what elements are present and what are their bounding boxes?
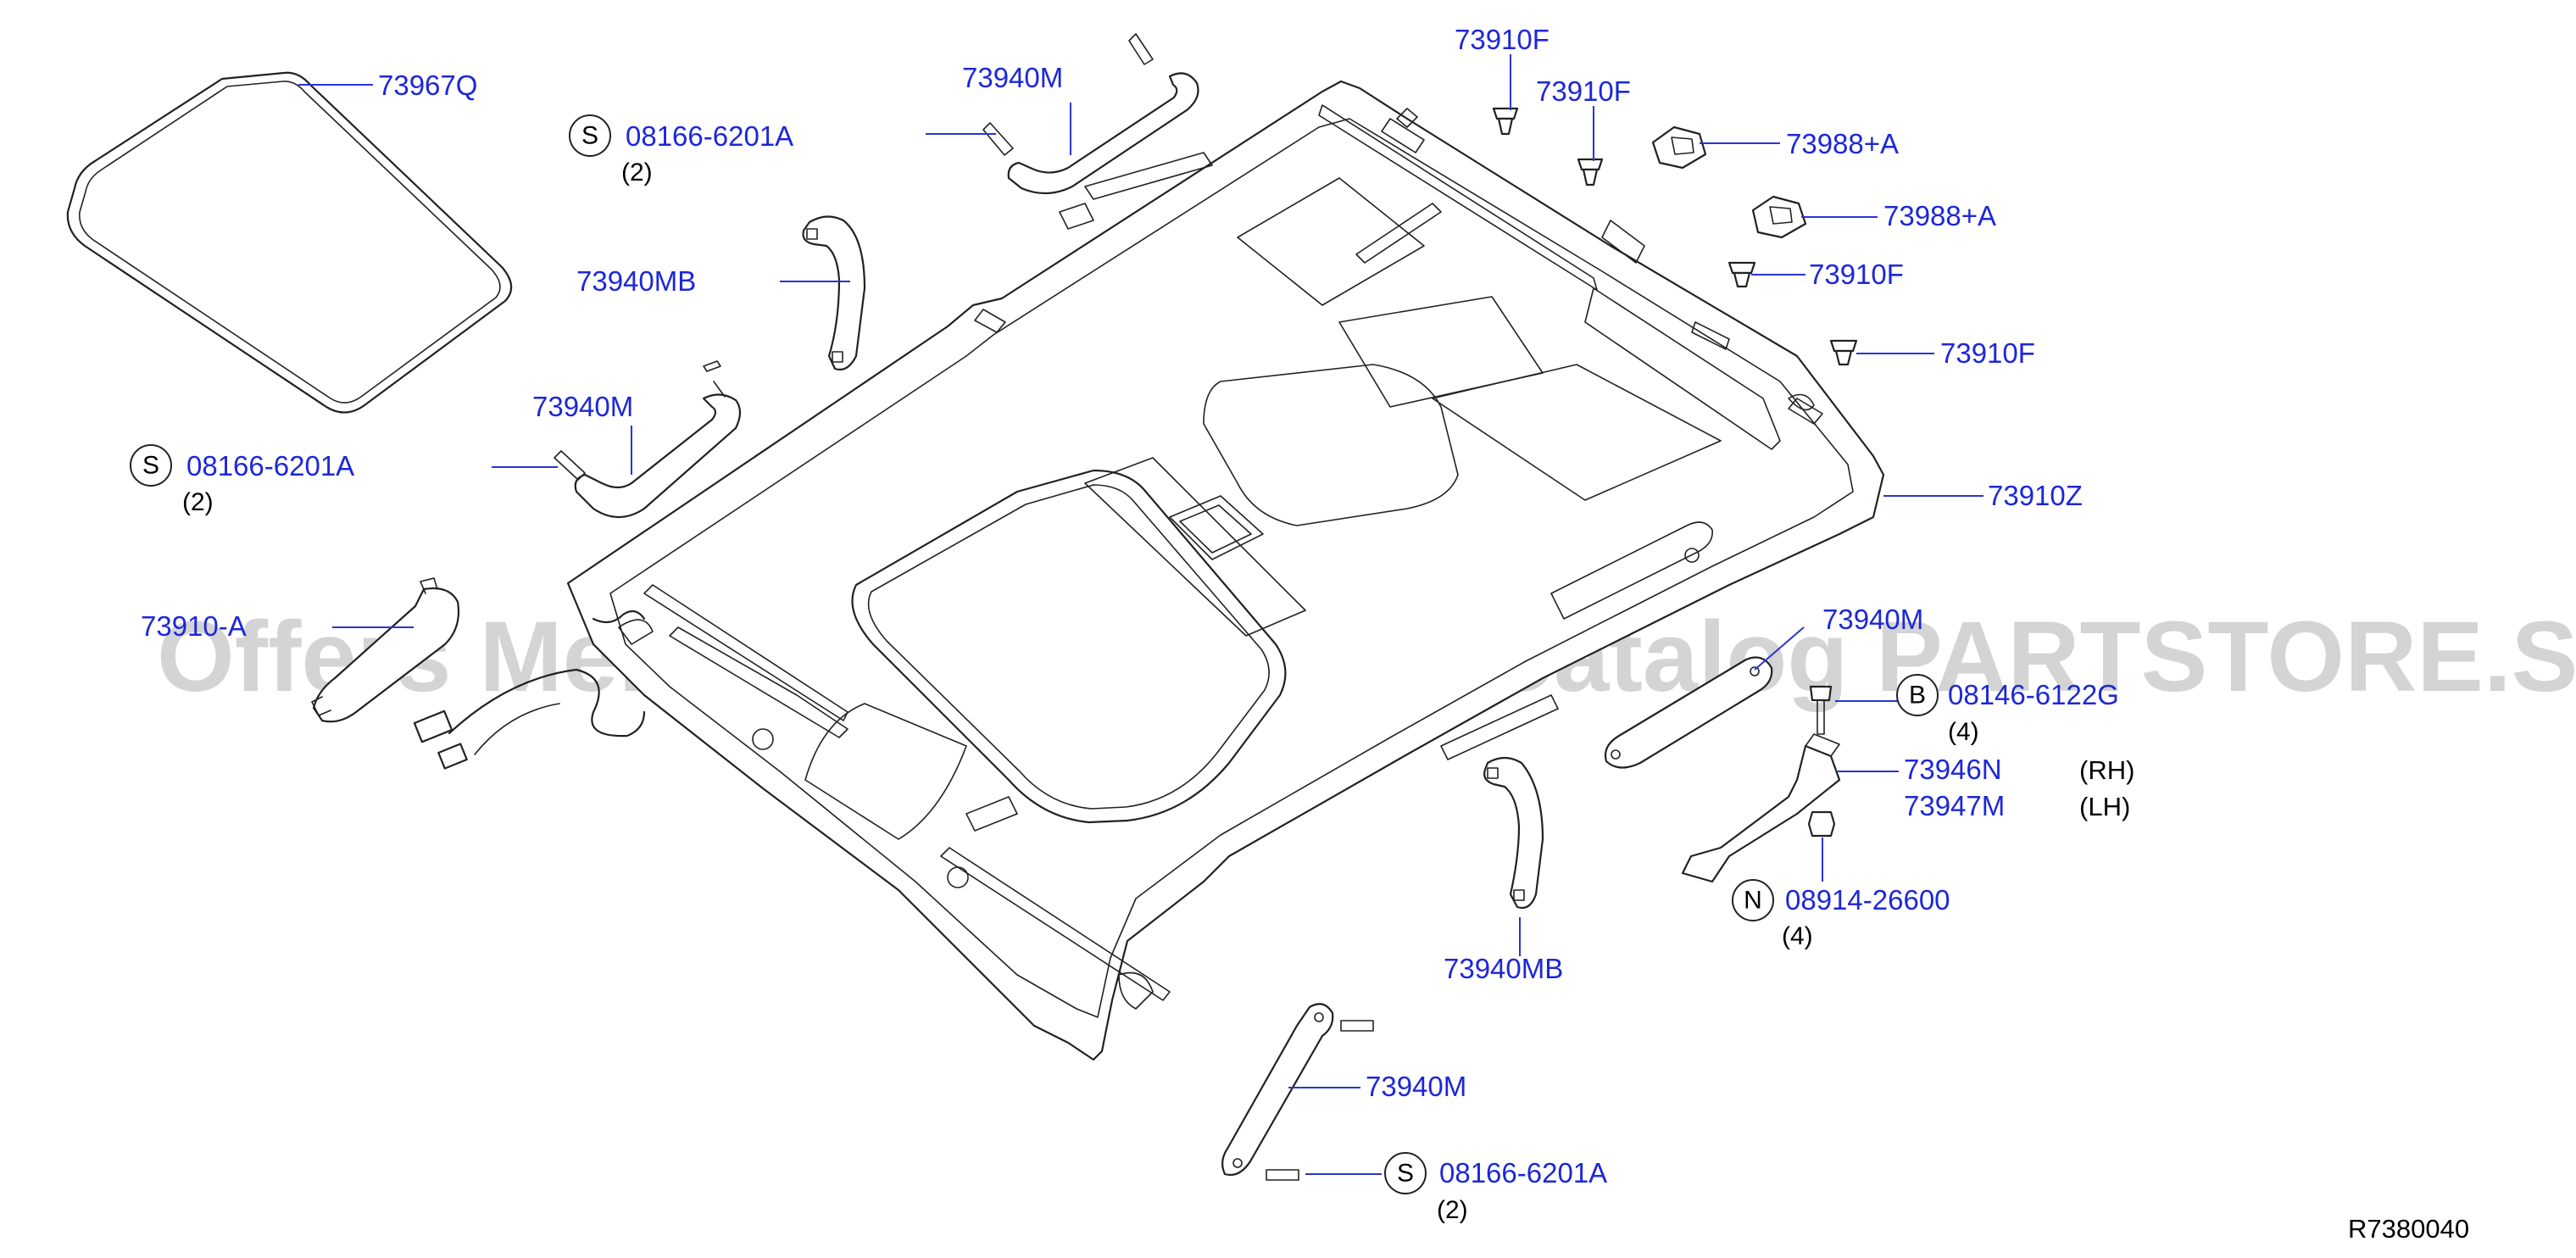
callout-clip-1[interactable]: 73910F — [1455, 24, 1549, 55]
qty-bolt-right: (4) — [1948, 718, 1979, 746]
callout-grip-right[interactable]: 73940M — [1822, 604, 1923, 635]
reference-code: R7380040 — [2348, 1214, 2469, 1244]
grip-front-part — [1221, 1003, 1374, 1181]
leader-lines — [298, 54, 1983, 1175]
bracket-part — [1681, 733, 1841, 883]
callout-bolt-right[interactable]: 08146-6122G — [1948, 679, 2119, 710]
qty-screw-left: (2) — [182, 488, 214, 516]
callout-screw-upper-center[interactable]: 08166-6201A — [626, 120, 793, 152]
callout-lamp-left[interactable]: 73910-A — [141, 610, 247, 642]
sunroof-seal-part — [66, 71, 513, 414]
callout-sunroof-seal[interactable]: 73967Q — [378, 70, 477, 101]
qty-screw-upper-center: (2) — [621, 159, 653, 186]
grip-rear-right-part — [1483, 756, 1544, 910]
mark-upper-center-letter: S — [581, 122, 598, 150]
callout-clip-2[interactable]: 73910F — [1536, 75, 1631, 107]
callout-headlining[interactable]: 73910Z — [1988, 480, 2083, 511]
callout-grip-rear-left[interactable]: 73940MB — [576, 265, 696, 297]
lamp-left-part — [311, 577, 460, 723]
callout-grip-rear-right[interactable]: 73940MB — [1444, 953, 1563, 984]
mark-upper-center: S — [569, 114, 611, 157]
clip-nut-2-part — [1751, 195, 1807, 239]
wire-harness-part — [413, 610, 646, 770]
callout-screw-front[interactable]: 08166-6201A — [1439, 1157, 1607, 1188]
callout-grip-left[interactable]: 73940M — [532, 391, 633, 422]
callout-screw-left[interactable]: 08166-6201A — [186, 450, 354, 481]
nut-part — [1807, 810, 1836, 838]
clip-2-part — [1577, 158, 1604, 186]
bolt-part — [1809, 685, 1833, 735]
callout-clip-4[interactable]: 73910F — [1940, 337, 2035, 369]
qty-screw-front: (2) — [1437, 1196, 1468, 1224]
side-bracket-rh: (RH) — [2079, 755, 2134, 785]
clip-3-part — [1728, 261, 1756, 288]
clip-nut-1-part — [1651, 125, 1707, 170]
mark-left: S — [130, 444, 172, 487]
side-bracket-lh: (LH) — [2079, 792, 2130, 821]
mark-left-letter: S — [142, 452, 159, 480]
clip-4-part — [1829, 339, 1858, 366]
callout-clip-nut-2[interactable]: 73988+A — [1883, 200, 1996, 231]
clip-1-part — [1492, 107, 1519, 136]
callout-clip-nut-1[interactable]: 73988+A — [1786, 128, 1899, 159]
callout-grip-front[interactable]: 73940M — [1366, 1071, 1466, 1102]
mark-bolt-letter: B — [1909, 682, 1926, 710]
mark-front: S — [1384, 1152, 1427, 1194]
callout-bracket-rh[interactable]: 73946N — [1904, 754, 2002, 785]
mark-bolt: B — [1896, 674, 1939, 716]
grip-left-part — [554, 360, 742, 518]
callout-nut-right[interactable]: 08914-26600 — [1785, 884, 1950, 916]
callout-bracket-lh[interactable]: 73947M — [1904, 790, 2005, 821]
grip-rear-left-part — [802, 215, 866, 371]
callout-clip-3[interactable]: 73910F — [1809, 259, 1904, 290]
callout-grip-upper-center[interactable]: 73940M — [962, 62, 1063, 93]
qty-nut-right: (4) — [1782, 922, 1813, 950]
mark-front-letter: S — [1397, 1160, 1414, 1188]
grip-right-part — [1604, 656, 1773, 769]
headlining-part — [566, 80, 1885, 1061]
mark-nut-letter: N — [1744, 887, 1762, 915]
grip-upper-center-part — [982, 33, 1199, 195]
mark-nut: N — [1732, 879, 1774, 921]
